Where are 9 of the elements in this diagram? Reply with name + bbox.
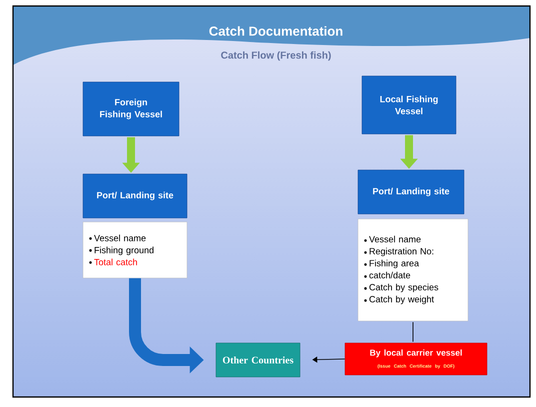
process-box: Port/ Landing site [358, 170, 464, 214]
destination-box: Other Countries [216, 342, 300, 378]
bullet-list-box: Vessel name Fishing ground Total catch [82, 222, 188, 278]
slide-title: Catch Documentation [209, 26, 342, 36]
bullet-list-box: Vessel name Registration No: Fishing area catch/date Catch by species Catch by weight [358, 218, 468, 322]
slide-subtitle: Catch Flow (Fresh fish) [221, 51, 331, 61]
process-box: Foreign Fishing Vessel [82, 82, 180, 136]
process-box: Local Fishing Vessel [362, 76, 456, 134]
process-box: Port/ Landing site [82, 174, 188, 218]
